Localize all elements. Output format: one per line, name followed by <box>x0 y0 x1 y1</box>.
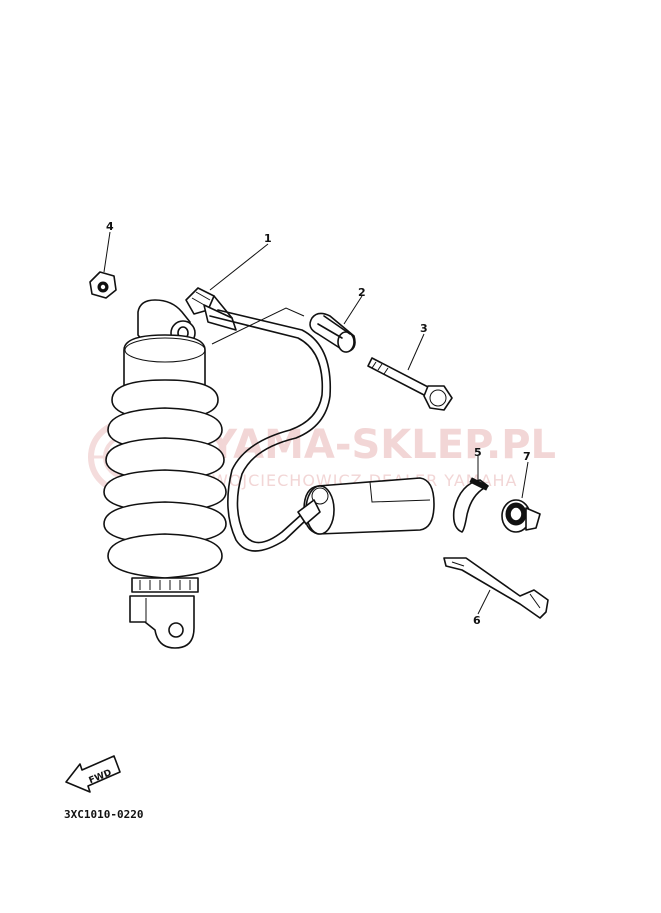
part-3-bolt[interactable] <box>367 333 453 411</box>
watermark-subtitle: WOJCIECHOWICZ DEALER YAMAHA <box>212 471 518 490</box>
watermark-title: YAMA-SKLEP.PL <box>207 422 556 468</box>
part-4-nut[interactable] <box>89 231 117 299</box>
callout-2: 2 <box>358 286 366 299</box>
part-2-collar[interactable] <box>309 295 363 353</box>
part-6-strap[interactable] <box>443 557 549 619</box>
part-code: 3XC1010-0220 <box>64 808 143 821</box>
callout-4: 4 <box>106 220 114 233</box>
callout-1: 1 <box>264 232 272 245</box>
callout-7: 7 <box>523 450 531 463</box>
callout-5: 5 <box>474 446 482 459</box>
part-7-grommet[interactable] <box>501 461 541 533</box>
watermark: YAMA-SKLEP.PL WOJCIECHOWICZ DEALER YAMAH… <box>88 420 556 494</box>
forward-arrow-icon: FWD <box>65 755 121 793</box>
part-1-rear-shock-absorber[interactable] <box>103 243 435 649</box>
callout-3: 3 <box>420 322 428 335</box>
callout-6: 6 <box>473 614 481 627</box>
part-5-band[interactable] <box>452 456 489 533</box>
